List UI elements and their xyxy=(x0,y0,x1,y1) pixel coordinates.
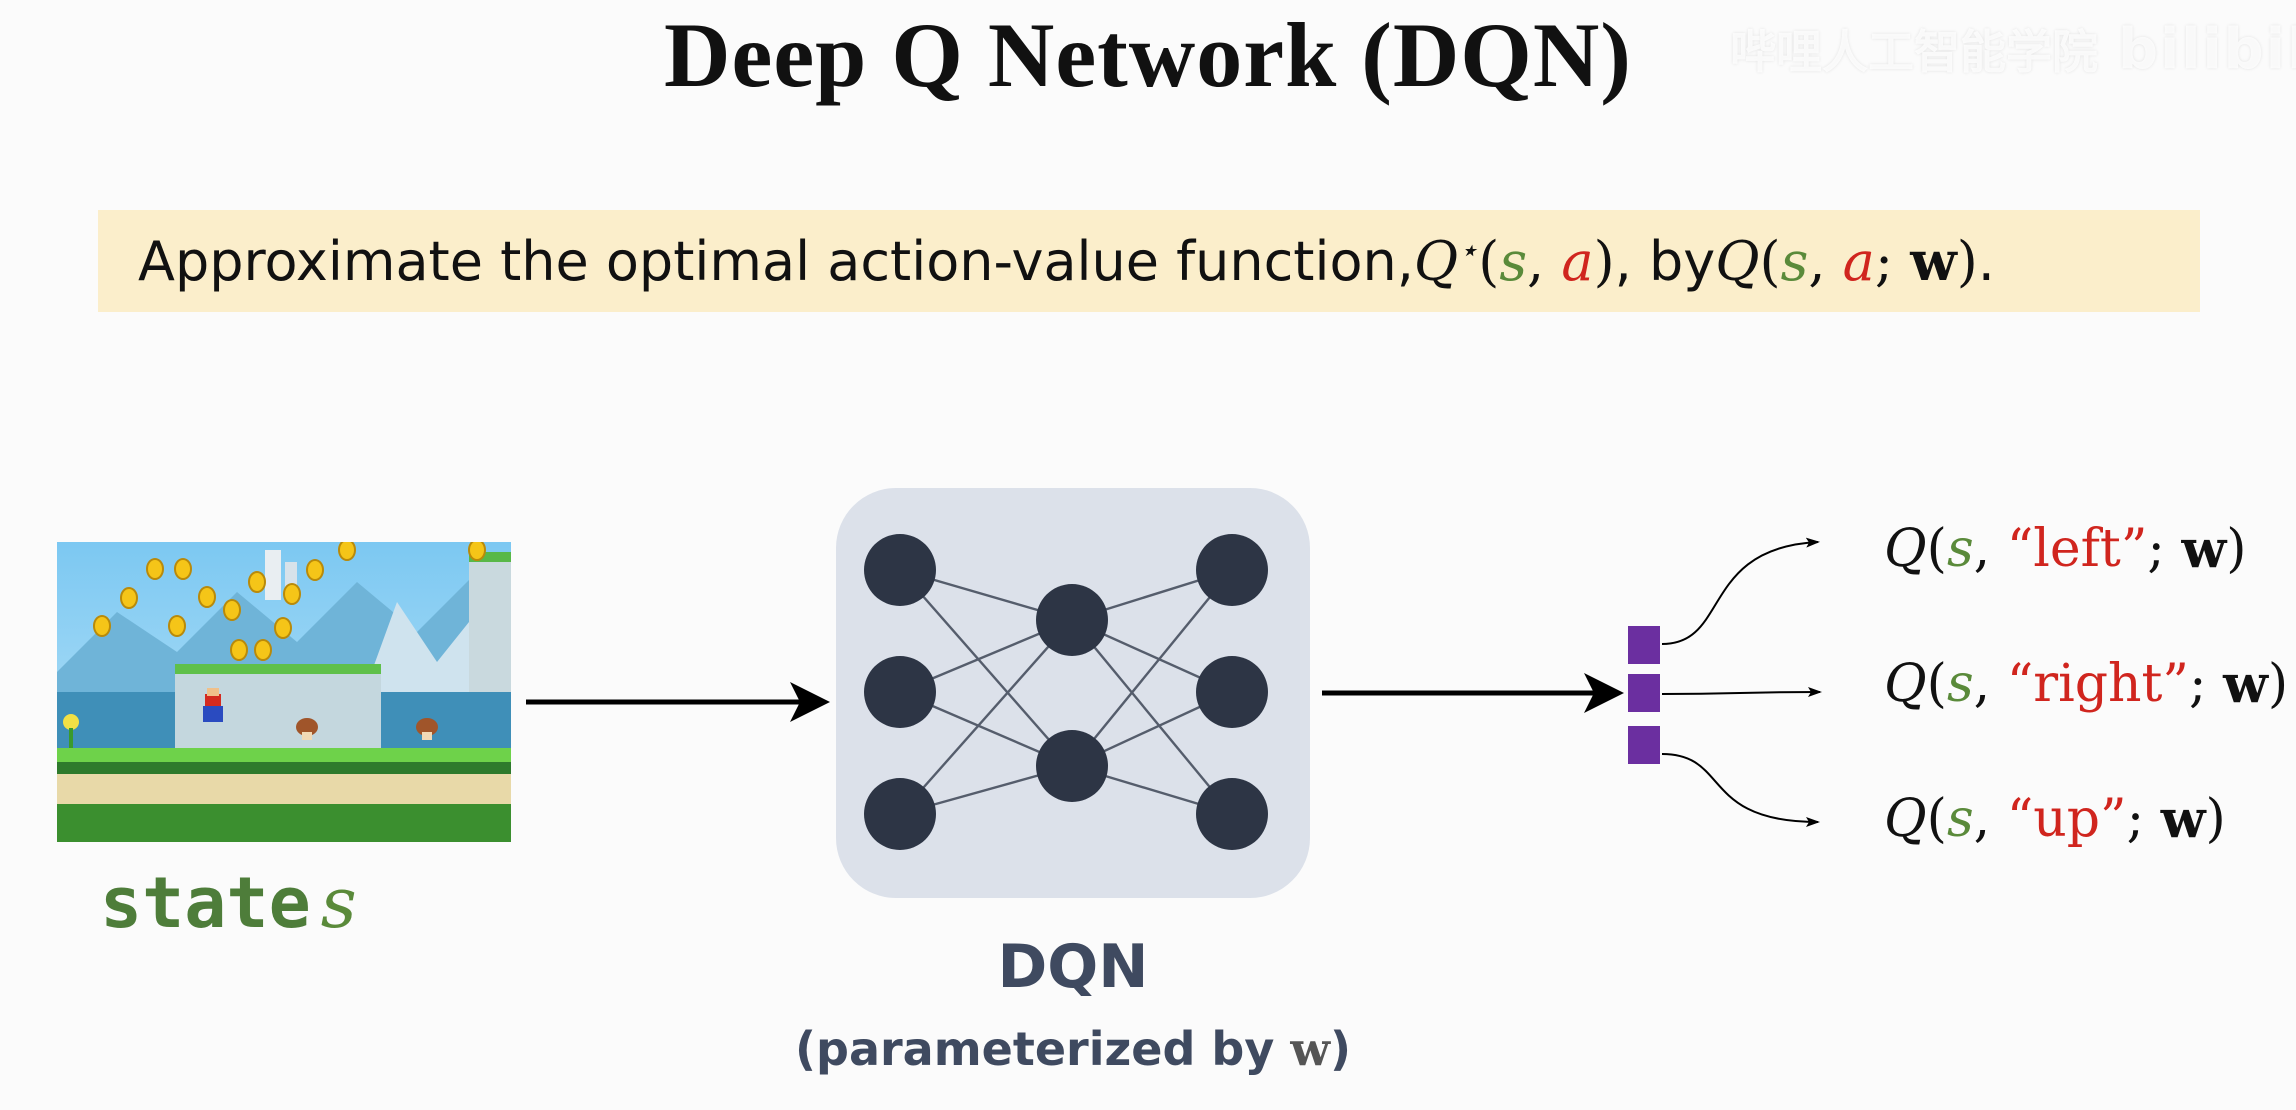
neural-network-icon xyxy=(836,488,1310,898)
objective-banner: Approximate the optimal action-value fun… xyxy=(98,210,2200,312)
output-arrow-up xyxy=(1661,753,1820,827)
q-star-symbol: Q⋆ xyxy=(1413,229,1479,293)
weights-symbol: w xyxy=(1290,1022,1330,1076)
q-output-right: Q(s, “right”; w) xyxy=(1884,653,2289,715)
output-vector-cell xyxy=(1628,674,1660,712)
arrow-head xyxy=(1584,673,1624,713)
bilibili-logo-icon: bilibili xyxy=(2118,16,2296,82)
input-node xyxy=(864,778,936,850)
output-arrow-left xyxy=(1661,537,1820,645)
q-output-up: Q(s, “up”; w) xyxy=(1884,788,2226,850)
hidden-node xyxy=(1036,584,1108,656)
q-symbol: Q xyxy=(1715,229,1760,293)
hidden-node xyxy=(1036,730,1108,802)
page-title: Deep Q Network (DQN) xyxy=(664,4,1632,106)
action-symbol: a xyxy=(1561,229,1594,293)
output-vector-cell xyxy=(1628,726,1660,764)
banner-mid: , by xyxy=(1614,229,1716,293)
network-name: DQN xyxy=(997,932,1149,1002)
q-output-left: Q(s, “left”; w) xyxy=(1884,518,2247,580)
mario-game-screenshot xyxy=(57,542,511,842)
input-node xyxy=(864,656,936,728)
weights-symbol: w xyxy=(1910,229,1957,293)
output-vector-cell xyxy=(1628,626,1660,664)
watermark: 哔哩人工智能学院 bilibili xyxy=(1730,14,2296,84)
arrow-head xyxy=(790,682,830,722)
watermark-text: 哔哩人工智能学院 xyxy=(1730,25,2098,79)
state-symbol: s xyxy=(320,862,357,944)
output-arrow-right xyxy=(1661,687,1822,698)
network-subtitle: (parameterized by w) xyxy=(795,1022,1351,1076)
input-node xyxy=(864,534,936,606)
output-node xyxy=(1196,534,1268,606)
output-node xyxy=(1196,656,1268,728)
banner-prefix: Approximate the optimal action-value fun… xyxy=(138,229,1414,293)
output-node xyxy=(1196,778,1268,850)
state-symbol: s xyxy=(1499,229,1528,293)
